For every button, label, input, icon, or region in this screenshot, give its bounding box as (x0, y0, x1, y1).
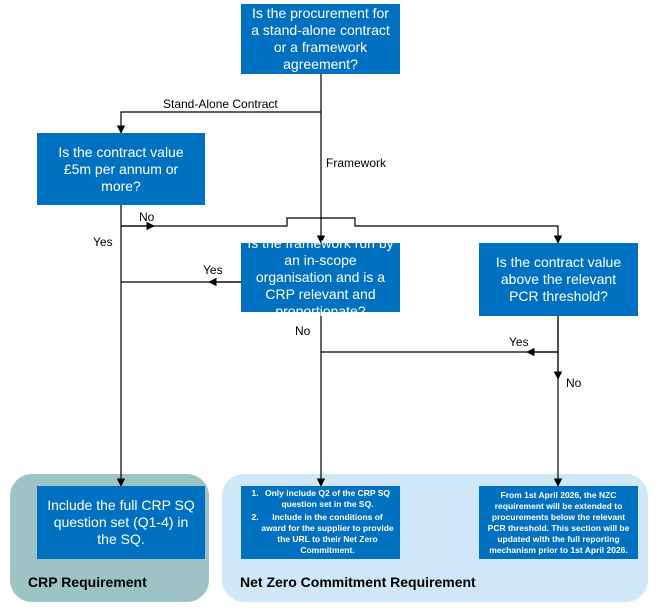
edge-stand-alone (116, 74, 322, 134)
node-nzc-future: From 1st April 2026, the NZC requirement… (479, 486, 638, 559)
nzc-step-1: Only include Q2 of the CRP SQ question s… (261, 488, 394, 510)
label-no-value: No (139, 210, 155, 224)
label-yes-value: Yes (93, 235, 113, 249)
label-stand-alone: Stand-Alone Contract (163, 97, 278, 111)
nzc-steps-list: Only include Q2 of the CRP SQ question s… (247, 488, 394, 558)
node-procurement-type: Is the procurement for a stand-alone con… (241, 4, 400, 74)
label-no-pcr: No (566, 376, 582, 390)
node-framework-inscope: Is the framework run by an in-scope orga… (241, 235, 400, 319)
crp-panel-title: CRP Requirement (28, 574, 147, 590)
label-framework: Framework (326, 156, 387, 170)
label-yes-pcr: Yes (509, 335, 529, 349)
nzc-panel-title: Net Zero Commitment Requirement (240, 574, 476, 590)
node-contract-value-5m: Is the contract value £5m per annum or m… (37, 133, 205, 205)
node-crp-full-set: Include the full CRP SQ question set (Q1… (37, 486, 205, 559)
edge-no-value (121, 217, 563, 244)
node-nzc-steps: Only include Q2 of the CRP SQ question s… (241, 486, 400, 559)
node-pcr-threshold: Is the contract value above the relevant… (479, 243, 638, 316)
nzc-step-2: Include in the conditions of award for t… (261, 512, 394, 556)
label-yes-framework: Yes (203, 263, 223, 277)
label-no-framework: No (295, 324, 311, 338)
